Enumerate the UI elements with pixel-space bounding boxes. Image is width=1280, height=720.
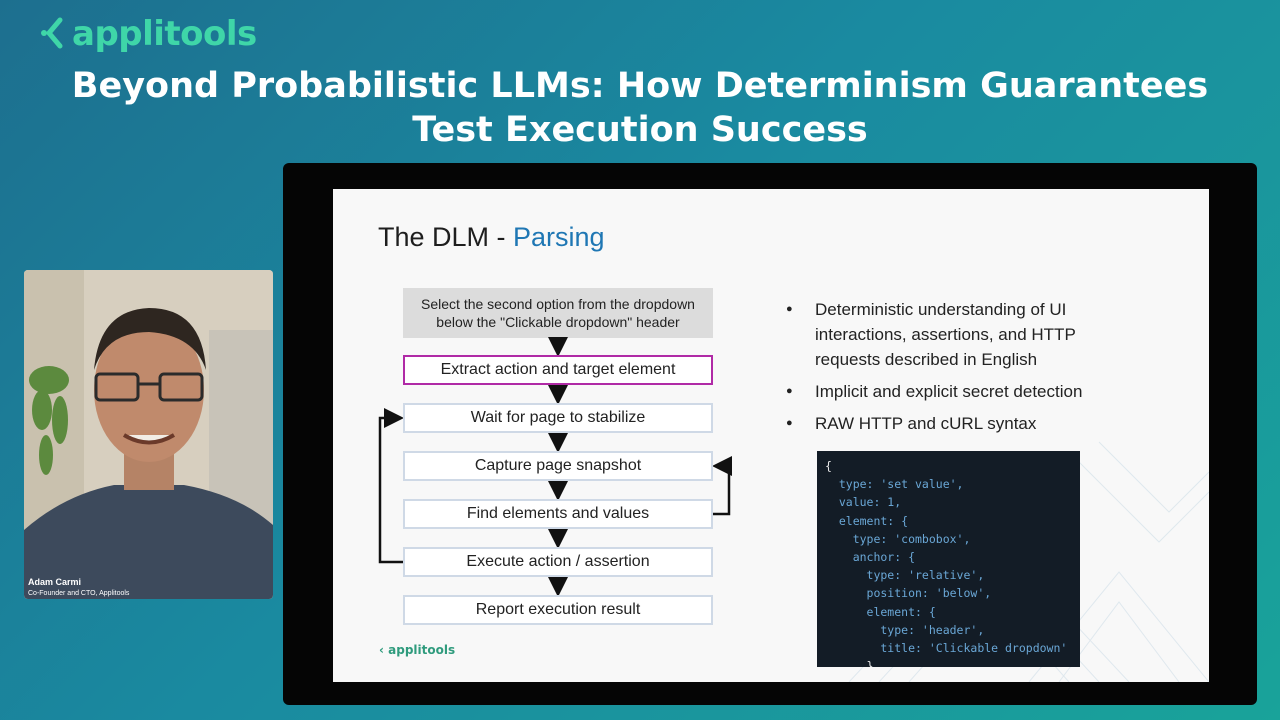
presentation-slide: The DLM - Parsing Select the second opti… xyxy=(333,189,1209,682)
speaker-video-frame xyxy=(24,270,273,599)
loop-arrow-left xyxy=(380,418,403,562)
code-line: type: 'relative', xyxy=(825,566,1080,584)
slide-logo-text: applitools xyxy=(388,643,455,657)
webinar-title: Beyond Probabilistic LLMs: How Determini… xyxy=(60,64,1220,152)
speaker-role: Co-Founder and CTO, Applitools xyxy=(28,590,129,597)
code-sample: { type: 'set value', value: 1, element: … xyxy=(817,451,1080,667)
loop-arrow-right xyxy=(713,466,729,514)
step-capture-snapshot: Capture page snapshot xyxy=(403,451,713,481)
step-find-elements: Find elements and values xyxy=(403,499,713,529)
code-line: type: 'set value', xyxy=(825,475,1080,493)
bullet-item: RAW HTTP and cURL syntax xyxy=(783,411,1123,436)
code-line: element: { xyxy=(825,512,1080,530)
applitools-logo: applitools xyxy=(40,14,257,54)
brand-name: applitools xyxy=(72,14,257,54)
step-wait-stabilize: Wait for page to stabilize xyxy=(403,403,713,433)
code-line: type: 'combobox', xyxy=(825,530,1080,548)
code-line: type: 'header', xyxy=(825,621,1080,639)
step-extract-action: Extract action and target element xyxy=(403,355,713,385)
webinar-title-line-1: Beyond Probabilistic LLMs: How Determini… xyxy=(60,64,1220,108)
step-report-result: Report execution result xyxy=(403,595,713,625)
bullet-item: Deterministic understanding of UI intera… xyxy=(783,297,1123,372)
slide-logo: ‹ applitools xyxy=(379,643,455,657)
bullet-item: Implicit and explicit secret detection xyxy=(783,379,1123,404)
code-line: anchor: { xyxy=(825,548,1080,566)
step-execute-action: Execute action / assertion xyxy=(403,547,713,577)
bullet-list: Deterministic understanding of UI intera… xyxy=(783,297,1123,443)
code-line: } xyxy=(825,657,1080,667)
code-line: { xyxy=(825,457,1080,475)
code-line: title: 'Clickable dropdown' xyxy=(825,639,1080,657)
speaker-name: Adam Carmi xyxy=(28,577,81,587)
code-line: element: { xyxy=(825,603,1080,621)
webinar-title-line-2: Test Execution Success xyxy=(60,108,1220,152)
speaker-video: Adam Carmi Co-Founder and CTO, Applitool… xyxy=(24,270,273,599)
code-line: position: 'below', xyxy=(825,584,1080,602)
applitools-mark-icon xyxy=(40,17,66,51)
code-line: value: 1, xyxy=(825,493,1080,511)
